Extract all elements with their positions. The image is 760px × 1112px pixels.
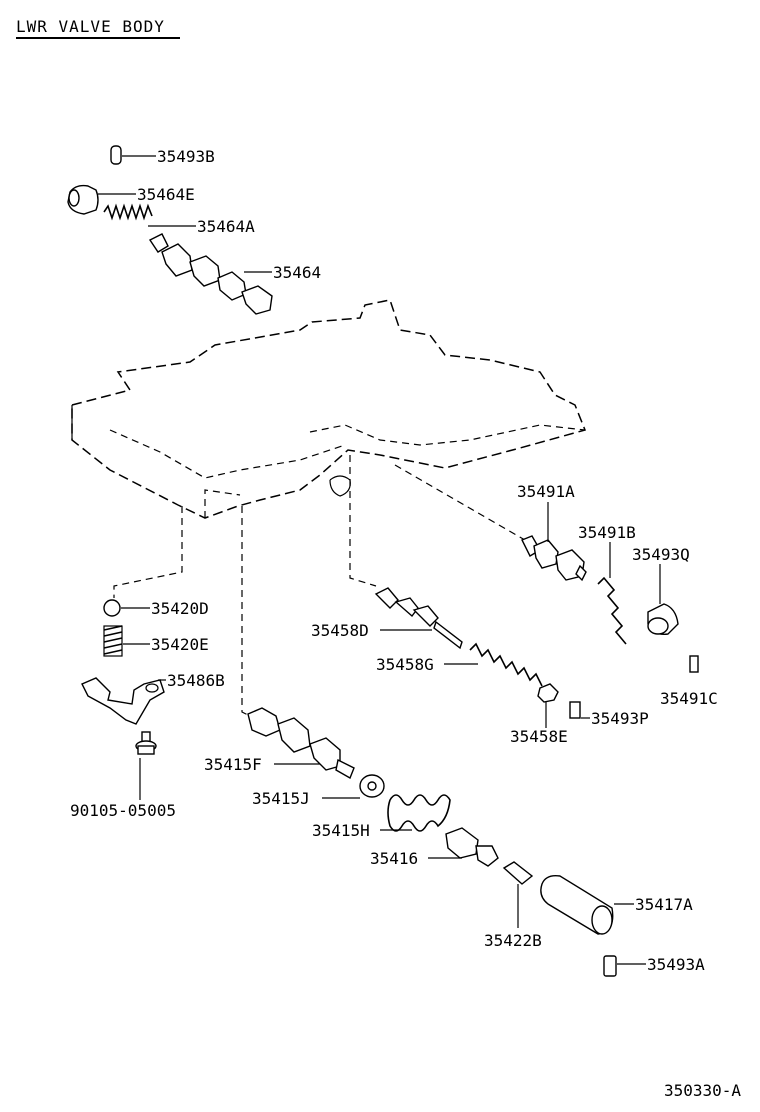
part-35491C: 35491C [660,655,718,708]
part-35415H: 35415H [312,794,451,840]
part-35464E: 35464E [67,184,195,215]
label-35493B: 35493B [157,147,215,166]
diagram-title: LWR VALVE BODY [16,17,165,36]
label-35491A: 35491A [517,482,575,501]
part-35458D: 35458D [311,587,463,650]
label-35420D: 35420D [151,599,209,618]
part-35491A: 35491A [394,464,587,582]
part-35458E: 35458E [510,683,568,746]
label-35486B: 35486B [167,671,225,690]
part-35493B: 35493B [110,145,215,166]
label-35420E: 35420E [151,635,209,654]
part-35493Q: 35493Q [632,545,690,635]
part-35420E: 35420E [103,625,209,657]
guide-35415F [241,506,255,719]
guide-35458D [349,455,377,587]
label-35493A: 35493A [647,955,705,974]
label-35422B: 35422B [484,931,542,950]
label-35415H: 35415H [312,821,370,840]
label-35464: 35464 [273,263,321,282]
part-35415J: 35415J [252,774,385,808]
label-35464A: 35464A [197,217,255,236]
label-35491C: 35491C [660,689,718,708]
part-35464: 35464 [148,233,321,315]
label-35416: 35416 [370,849,418,868]
part-35420D: 35420D [103,599,209,618]
part-35417A: 35417A [540,874,693,935]
part-35493A: 35493A [603,955,705,977]
part-35422B: 35422B [484,861,542,950]
label-35493Q: 35493Q [632,545,690,564]
figure-code: 350330-A [664,1081,741,1100]
label-35493P: 35493P [591,709,649,728]
part-35493P: 35493P [569,701,649,728]
part-35416: 35416 [370,827,499,868]
label-35458G: 35458G [376,655,434,674]
label-90105-05005: 90105-05005 [70,801,176,820]
part-35491B: 35491B [578,523,636,645]
label-35415F: 35415F [204,755,262,774]
part-35464A: 35464A [103,203,255,236]
part-35415F: 35415F [204,707,355,780]
guide-35420D [113,506,183,598]
label-35415J: 35415J [252,789,310,808]
valve-body-plate [71,299,587,519]
label-35417A: 35417A [635,895,693,914]
label-35458E: 35458E [510,727,568,746]
label-35458D: 35458D [311,621,369,640]
part-90105-05005: 90105-05005 [70,731,176,820]
part-35486B: 35486B [81,671,225,725]
label-35464E: 35464E [137,185,195,204]
part-35458G: 35458G [376,642,543,687]
label-35491B: 35491B [578,523,636,542]
